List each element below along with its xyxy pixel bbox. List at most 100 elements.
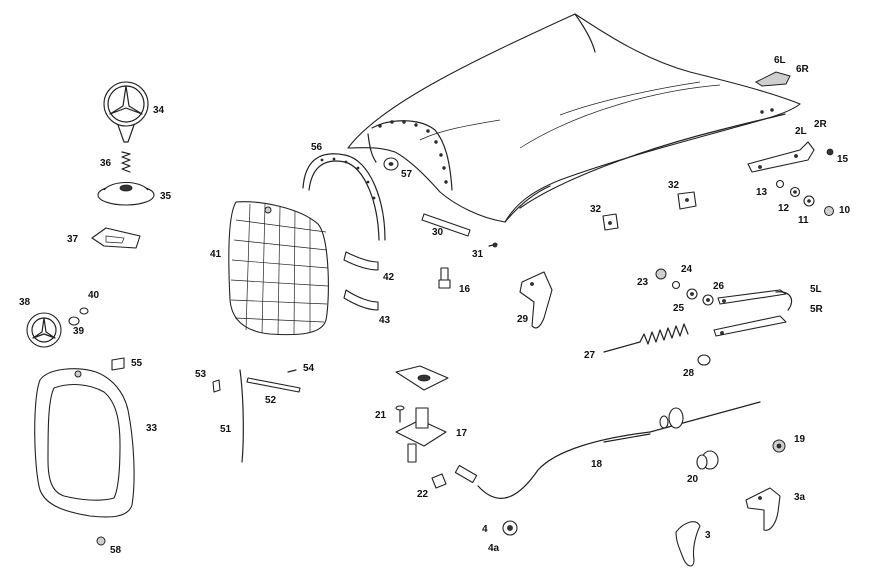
label-38: 38 xyxy=(19,297,31,308)
part-30-rubber-strip xyxy=(421,213,471,237)
part-39-nut xyxy=(68,316,80,326)
part-28-washer xyxy=(697,354,711,366)
label-22: 22 xyxy=(417,489,429,500)
label-3a: 3a xyxy=(794,492,806,503)
part-43-molding xyxy=(343,289,379,311)
label-2L: 2L xyxy=(795,126,807,137)
label-56: 56 xyxy=(311,142,323,153)
label-43: 43 xyxy=(379,315,391,326)
part-13-washer xyxy=(775,179,785,189)
label-20: 20 xyxy=(687,474,699,485)
label-29: 29 xyxy=(517,314,529,325)
part-25-washer xyxy=(686,288,698,300)
label-24: 24 xyxy=(681,264,693,275)
part-55-clip xyxy=(111,357,125,371)
part-54-screw xyxy=(287,369,297,373)
part-35-emblem-base xyxy=(97,181,155,206)
label-32-left: 32 xyxy=(590,204,602,215)
part-26-washer xyxy=(702,294,714,306)
part-10-nut xyxy=(824,206,834,216)
part-2-hinge-arm xyxy=(747,141,815,173)
part-3-release-handle xyxy=(675,521,701,567)
label-3: 3 xyxy=(705,530,711,541)
label-32-right: 32 xyxy=(668,180,680,191)
part-27-tension-spring xyxy=(603,323,689,353)
callout-labels: 34 36 35 37 38 40 39 55 33 58 41 56 57 4… xyxy=(19,55,851,556)
part-38-star-badge xyxy=(26,312,62,348)
label-4a: 4a xyxy=(488,543,500,554)
label-23: 23 xyxy=(637,277,649,288)
part-17-hood-lock xyxy=(395,407,447,463)
part-58-nut xyxy=(96,536,106,546)
label-27: 27 xyxy=(584,350,596,361)
label-11: 11 xyxy=(798,215,809,226)
part-31-screw xyxy=(488,242,498,248)
part-51-rod xyxy=(239,369,244,463)
label-17: 17 xyxy=(456,428,468,439)
part-32-buffer-left xyxy=(602,213,619,231)
label-19: 19 xyxy=(794,434,806,445)
label-35: 35 xyxy=(160,191,172,202)
part-52-strip xyxy=(246,377,301,393)
label-26: 26 xyxy=(713,281,725,292)
label-42: 42 xyxy=(383,272,395,283)
label-10: 10 xyxy=(839,205,851,216)
label-13: 13 xyxy=(756,187,768,198)
label-16: 16 xyxy=(459,284,471,295)
part-6-hinge-plate xyxy=(755,71,791,87)
part-18-release-cable xyxy=(454,401,761,499)
part-29-safety-catch xyxy=(519,271,553,329)
label-18: 18 xyxy=(591,459,603,470)
label-33: 33 xyxy=(146,423,158,434)
label-39: 39 xyxy=(73,326,85,337)
label-58: 58 xyxy=(110,545,122,556)
label-25: 25 xyxy=(673,303,685,314)
label-34: 34 xyxy=(153,105,165,116)
part-16-stud xyxy=(438,267,451,289)
part-15-nut xyxy=(826,148,834,156)
hood-panel xyxy=(347,13,801,223)
part-21-bolt xyxy=(395,405,405,423)
part-34-star-emblem xyxy=(103,81,149,143)
label-37: 37 xyxy=(67,234,79,245)
part-32-buffer-right xyxy=(677,191,697,210)
label-40: 40 xyxy=(88,290,100,301)
part-57-grommet xyxy=(383,157,399,171)
label-55: 55 xyxy=(131,358,143,369)
label-5L: 5L xyxy=(810,284,822,295)
part-20-knob xyxy=(696,450,719,470)
label-5R: 5R xyxy=(810,304,824,315)
part-37-gasket xyxy=(91,227,141,249)
label-15: 15 xyxy=(837,154,849,165)
label-36: 36 xyxy=(100,158,112,169)
label-28: 28 xyxy=(683,368,695,379)
label-12: 12 xyxy=(778,203,790,214)
label-30: 30 xyxy=(432,227,444,238)
part-3a-pull-handle xyxy=(745,487,781,531)
label-4: 4 xyxy=(482,524,488,535)
label-2R: 2R xyxy=(814,119,828,130)
part-41-radiator-grille-mesh xyxy=(228,201,329,336)
label-41: 41 xyxy=(210,249,222,260)
label-51: 51 xyxy=(220,424,232,435)
part-4-grommet xyxy=(502,520,518,536)
part-53-clip xyxy=(212,379,221,393)
part-12-washer xyxy=(789,186,801,198)
part-11-washer xyxy=(803,195,815,207)
part-19-nut xyxy=(772,439,786,453)
part-36-spring xyxy=(121,151,131,173)
part-23-nut xyxy=(655,268,667,280)
part-33-grille-frame xyxy=(34,368,135,518)
label-21: 21 xyxy=(375,410,387,421)
label-53: 53 xyxy=(195,369,207,380)
label-57: 57 xyxy=(401,169,413,180)
label-31: 31 xyxy=(472,249,484,260)
label-6L: 6L xyxy=(774,55,786,66)
label-52: 52 xyxy=(265,395,277,406)
part-5-hinge-links xyxy=(713,289,793,337)
label-54: 54 xyxy=(303,363,315,374)
part-42-molding xyxy=(343,251,379,271)
label-6R: 6R xyxy=(796,64,810,75)
